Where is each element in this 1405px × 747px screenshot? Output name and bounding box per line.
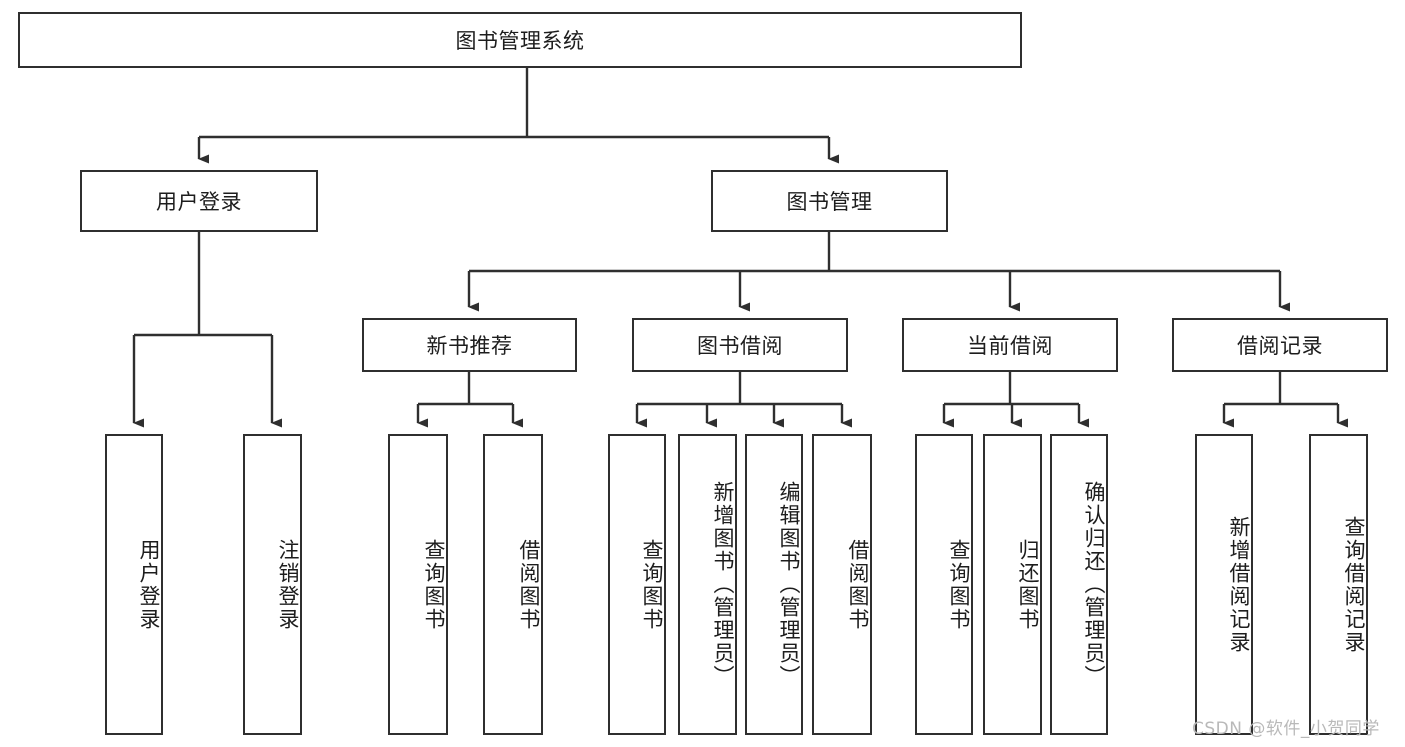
node-label: 借阅图书 (517, 538, 541, 631)
node-leaf-query-book-current[interactable]: 查询图书 (915, 434, 973, 735)
node-label: 图书管理 (786, 190, 873, 214)
node-label: 用户登录 (137, 538, 161, 631)
node-label: 当前借阅 (967, 334, 1053, 358)
node-label: 注销登录 (276, 538, 300, 631)
node-label: 查询图书 (947, 538, 971, 631)
node-leaf-borrow-book-rec[interactable]: 借阅图书 (483, 434, 543, 735)
node-borrow-record[interactable]: 借阅记录 (1172, 318, 1388, 372)
node-label: 编辑图书（管理员） (777, 481, 801, 688)
node-new-book-recommend[interactable]: 新书推荐 (362, 318, 577, 372)
node-label: 查询图书 (422, 538, 446, 631)
node-leaf-confirm-return-admin[interactable]: 确认归还（管理员） (1050, 434, 1108, 735)
node-leaf-query-book-borrow[interactable]: 查询图书 (608, 434, 666, 735)
node-label: 新书推荐 (426, 334, 513, 358)
node-label: 用户登录 (156, 190, 242, 214)
node-leaf-borrow-book[interactable]: 借阅图书 (812, 434, 872, 735)
node-leaf-edit-book-admin[interactable]: 编辑图书（管理员） (745, 434, 803, 735)
node-label: 查询借阅记录 (1342, 515, 1366, 654)
node-label: 新增借阅记录 (1227, 515, 1251, 654)
node-leaf-user-logout[interactable]: 注销登录 (243, 434, 302, 735)
node-leaf-user-login[interactable]: 用户登录 (105, 434, 163, 735)
node-leaf-query-borrow-record[interactable]: 查询借阅记录 (1309, 434, 1368, 735)
node-label: 确认归还（管理员） (1082, 481, 1106, 688)
node-book-borrow[interactable]: 图书借阅 (632, 318, 848, 372)
node-root[interactable]: 图书管理系统 (18, 12, 1022, 68)
node-label: 查询图书 (640, 538, 664, 631)
node-label: 借阅记录 (1237, 334, 1323, 358)
node-label: 图书借阅 (697, 334, 783, 358)
node-book-manage[interactable]: 图书管理 (711, 170, 948, 232)
node-label: 借阅图书 (846, 538, 870, 631)
node-user-login[interactable]: 用户登录 (80, 170, 318, 232)
connector-group (132, 68, 1348, 428)
node-current-borrow[interactable]: 当前借阅 (902, 318, 1118, 372)
node-leaf-add-book-admin[interactable]: 新增图书（管理员） (678, 434, 737, 735)
node-leaf-return-book[interactable]: 归还图书 (983, 434, 1042, 735)
node-label: 新增图书（管理员） (711, 481, 735, 688)
node-label: 归还图书 (1016, 538, 1040, 631)
node-leaf-query-book-rec[interactable]: 查询图书 (388, 434, 448, 735)
node-leaf-add-borrow-record[interactable]: 新增借阅记录 (1195, 434, 1253, 735)
node-label: 图书管理系统 (455, 29, 585, 53)
